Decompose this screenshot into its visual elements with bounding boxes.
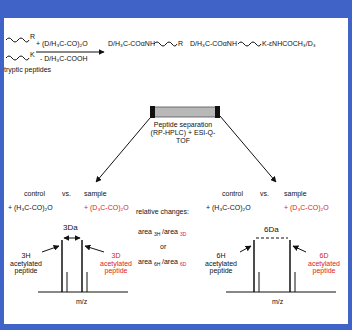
spectrum-peak — [289, 240, 291, 292]
diagram-label: K-εNHCOCH₃/D₃ — [262, 40, 316, 48]
leader-arrow — [293, 246, 306, 252]
diagram-label: 3Da — [63, 224, 78, 233]
flow-arrow — [96, 118, 150, 182]
diagram-label: control — [24, 190, 45, 198]
diagram-label: area — [138, 228, 152, 236]
spectrum-peak — [81, 240, 83, 292]
spectrum-axis — [226, 292, 336, 293]
diagram-label: + (D₃C-CO)₂O — [284, 204, 329, 212]
white-panel — [4, 18, 348, 324]
spectrum-peak — [67, 272, 68, 292]
diagram-label: 3H acetylated peptide — [8, 252, 44, 275]
peptide-chain — [154, 42, 177, 46]
diagram-label: + (H₃C-CO)₂O — [8, 204, 53, 212]
diagram-label: tryptic peptides — [4, 66, 51, 74]
mass-shift-line — [256, 238, 288, 239]
diagram-label: or — [160, 243, 166, 251]
diagram-label: control — [222, 190, 243, 198]
diagram-label: 6H acetylated peptide — [202, 252, 240, 275]
diagram-label: m/z — [76, 298, 87, 306]
reaction-arrow — [36, 52, 104, 53]
leader-arrow — [85, 246, 104, 252]
diagram-label: + (D₃C-CO)₂O — [84, 204, 129, 212]
diagram-label: 6H — [154, 262, 160, 268]
column-shape — [150, 106, 220, 118]
diagram-label: 3H — [154, 232, 160, 238]
diagram-label: D/H₃C-COαNH — [190, 40, 237, 48]
leader-arrow — [240, 246, 251, 252]
spectrum-peak — [295, 272, 296, 292]
flow-arrow — [220, 116, 276, 182]
spectrum-peak — [87, 272, 88, 292]
diagram-label: /area — [162, 258, 178, 266]
spectrum-peak — [259, 272, 260, 292]
diagram-label: sample — [84, 190, 107, 198]
diagram-label: - D/H₃C-COOH — [40, 55, 88, 63]
peptide-chain — [6, 38, 29, 42]
node-heading: Peptide separation (RP-HPLC) + ESI-Q-TOF — [150, 121, 216, 145]
diagram-label: 6Da — [264, 226, 279, 235]
diagram-label: D/H₃C-COαNH — [108, 40, 155, 48]
diagram-label: vs. — [260, 190, 269, 198]
diagram-label: R — [178, 40, 183, 48]
peptide-chain — [6, 56, 29, 60]
diagram-label: 6D — [180, 262, 186, 268]
spectrum-peak — [253, 240, 255, 292]
diagram-label: + (H₃C-CO)₂O — [206, 204, 251, 212]
diagram-label: R — [30, 33, 35, 41]
diagram-label: sample — [284, 190, 307, 198]
diagram-label: 3D acetylated peptide — [96, 252, 136, 275]
diagram-label: relative changes: — [136, 208, 189, 216]
diagram-label: area — [138, 258, 152, 266]
diagram-label: vs. — [62, 190, 71, 198]
spectrum-peak — [61, 240, 63, 292]
hplc-column: Peptide separation (RP-HPLC) + ESI-Q-TOF — [150, 106, 220, 118]
leader-arrow — [42, 246, 59, 252]
diagram-label: 3D — [180, 232, 186, 238]
mass-shift-arrow — [64, 238, 80, 239]
diagram-label: + (D/H₃C-CO)₂O — [36, 40, 88, 48]
diagram-label: /area — [162, 228, 178, 236]
diagram-label: K — [30, 51, 35, 59]
spectrum-axis — [38, 292, 128, 293]
diagram-label: 6D acetylated peptide — [304, 252, 344, 275]
diagram-label: m/z — [272, 298, 283, 306]
peptide-chain — [238, 42, 261, 46]
